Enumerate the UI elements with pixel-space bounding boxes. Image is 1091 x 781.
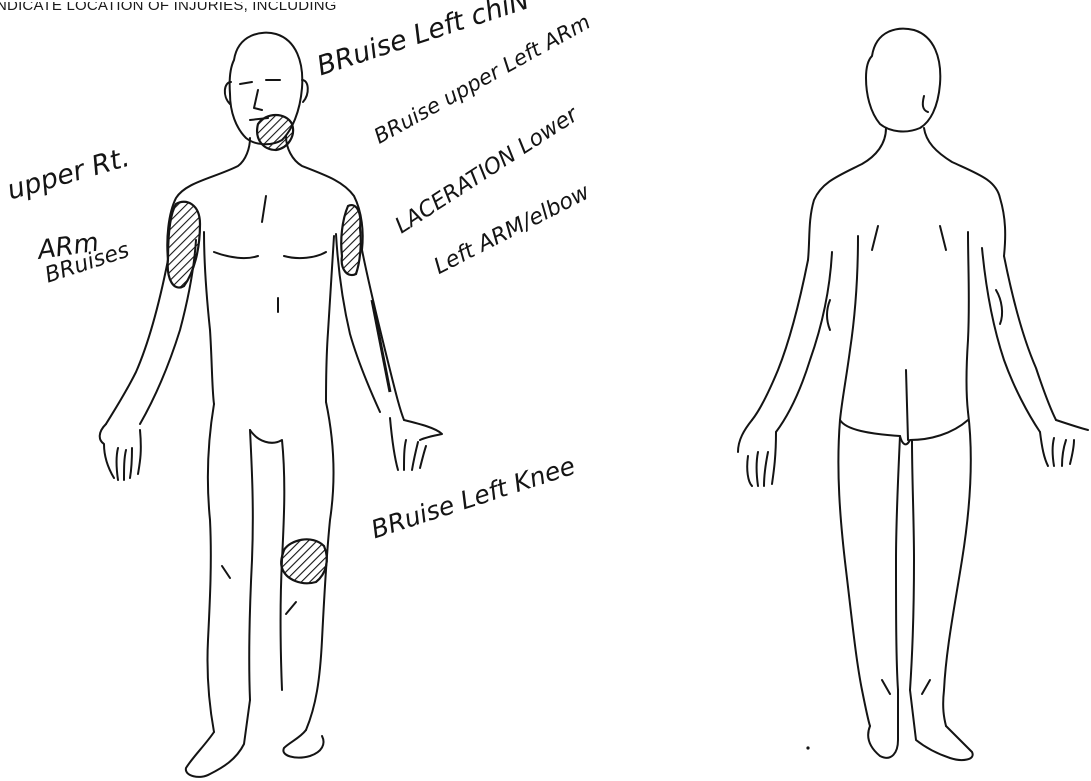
- elbow-laceration-mark: [372, 300, 390, 392]
- injury-markings: [168, 115, 390, 583]
- chin-bruise-mark: [257, 115, 293, 150]
- left-arm-bruise-mark: [341, 205, 361, 275]
- knee-bruise-mark: [281, 539, 327, 583]
- right-arm-bruise-mark: [168, 202, 200, 288]
- back-body-figure: [738, 29, 1088, 760]
- stray-dot: [806, 746, 809, 749]
